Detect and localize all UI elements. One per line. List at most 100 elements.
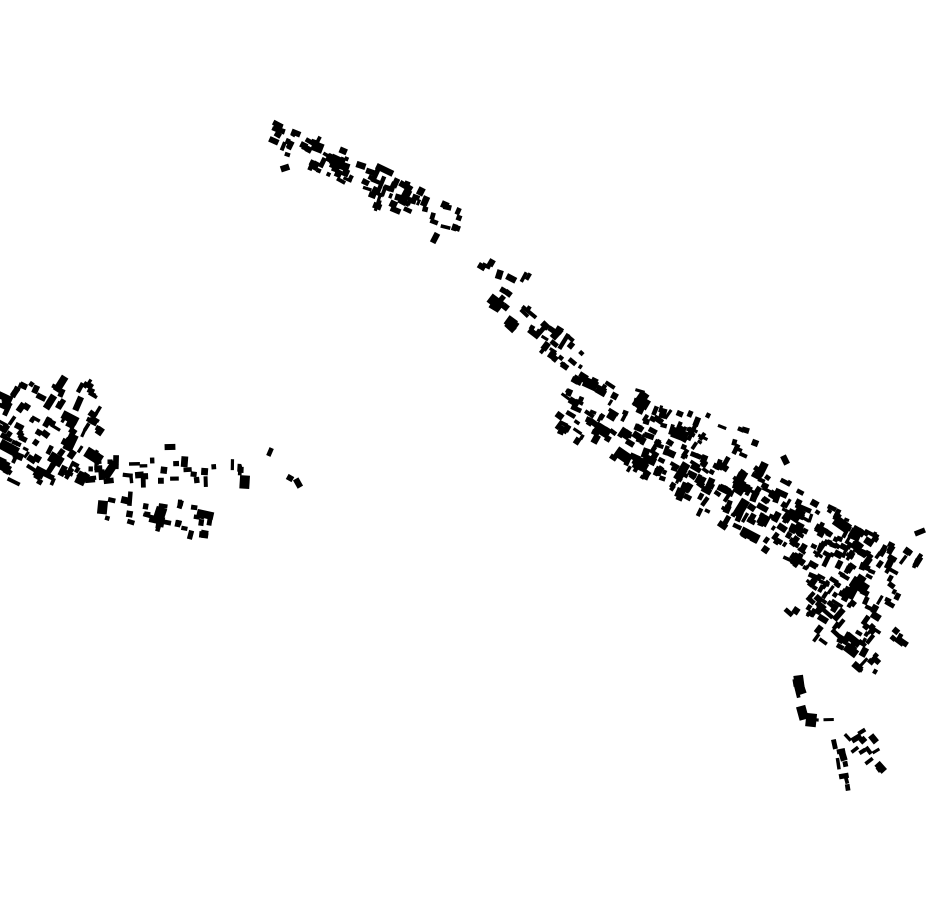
building: [565, 388, 574, 397]
building: [273, 130, 282, 139]
building: [279, 141, 287, 152]
building: [632, 401, 642, 408]
buildings-layer: [0, 119, 926, 792]
building: [841, 549, 848, 559]
building: [856, 573, 867, 583]
building: [695, 507, 704, 517]
building: [355, 160, 367, 171]
building: [831, 607, 846, 622]
building: [807, 513, 814, 523]
building: [23, 450, 30, 459]
building: [858, 747, 867, 756]
building: [585, 419, 594, 427]
building: [871, 747, 881, 755]
building: [589, 409, 597, 415]
building: [657, 456, 666, 464]
building: [160, 466, 168, 474]
building: [760, 497, 769, 505]
building: [788, 513, 801, 524]
building: [866, 657, 875, 666]
building: [869, 610, 882, 622]
building: [397, 187, 413, 207]
building: [67, 413, 77, 422]
building: [741, 426, 750, 434]
building: [721, 514, 732, 527]
building: [872, 531, 878, 537]
building: [87, 417, 99, 427]
building: [617, 426, 628, 439]
building: [891, 588, 898, 595]
building: [663, 409, 673, 420]
building: [893, 592, 902, 601]
building: [34, 428, 43, 437]
building: [850, 745, 860, 754]
building: [632, 461, 642, 473]
building: [689, 459, 701, 469]
building: [884, 599, 896, 609]
building: [57, 388, 66, 398]
building: [603, 434, 612, 443]
building: [173, 460, 180, 467]
building: [796, 704, 809, 721]
building: [193, 476, 200, 484]
building: [28, 417, 36, 424]
building: [694, 473, 703, 484]
building: [689, 451, 702, 460]
building: [142, 512, 151, 519]
building: [372, 168, 380, 179]
building: [813, 624, 824, 635]
building: [31, 415, 41, 423]
building: [624, 438, 636, 448]
building: [713, 489, 722, 498]
building: [60, 412, 69, 424]
building: [211, 464, 217, 470]
building: [697, 492, 705, 501]
building: [763, 474, 772, 482]
building: [704, 508, 711, 514]
building: [0, 462, 7, 472]
building: [730, 512, 737, 518]
building: [791, 552, 799, 561]
building: [183, 467, 192, 473]
building: [196, 512, 205, 520]
building: [891, 626, 901, 636]
building: [176, 502, 184, 510]
building: [732, 497, 751, 519]
building: [860, 614, 871, 626]
building: [589, 376, 599, 386]
building: [771, 510, 782, 523]
building: [830, 628, 842, 639]
building: [486, 293, 506, 312]
building: [861, 596, 870, 606]
building: [841, 528, 850, 539]
building: [738, 451, 748, 459]
building: [18, 381, 29, 391]
building: [805, 578, 815, 588]
building: [843, 517, 850, 523]
building: [795, 552, 804, 562]
building: [679, 426, 688, 437]
building: [11, 439, 22, 448]
building: [662, 445, 670, 456]
building: [872, 652, 880, 659]
building: [38, 468, 55, 481]
building: [652, 467, 661, 477]
building: [836, 634, 850, 646]
building: [36, 478, 44, 486]
building: [519, 308, 530, 318]
building: [419, 195, 431, 208]
building: [749, 492, 759, 503]
building: [45, 444, 54, 456]
building: [886, 553, 898, 563]
building: [706, 478, 715, 488]
building: [858, 561, 867, 571]
building: [581, 376, 600, 392]
building: [864, 756, 874, 766]
building: [164, 443, 176, 451]
building: [781, 541, 788, 548]
building: [835, 757, 841, 770]
building: [623, 456, 632, 467]
building: [429, 212, 436, 221]
building: [15, 401, 27, 414]
building: [821, 590, 829, 600]
